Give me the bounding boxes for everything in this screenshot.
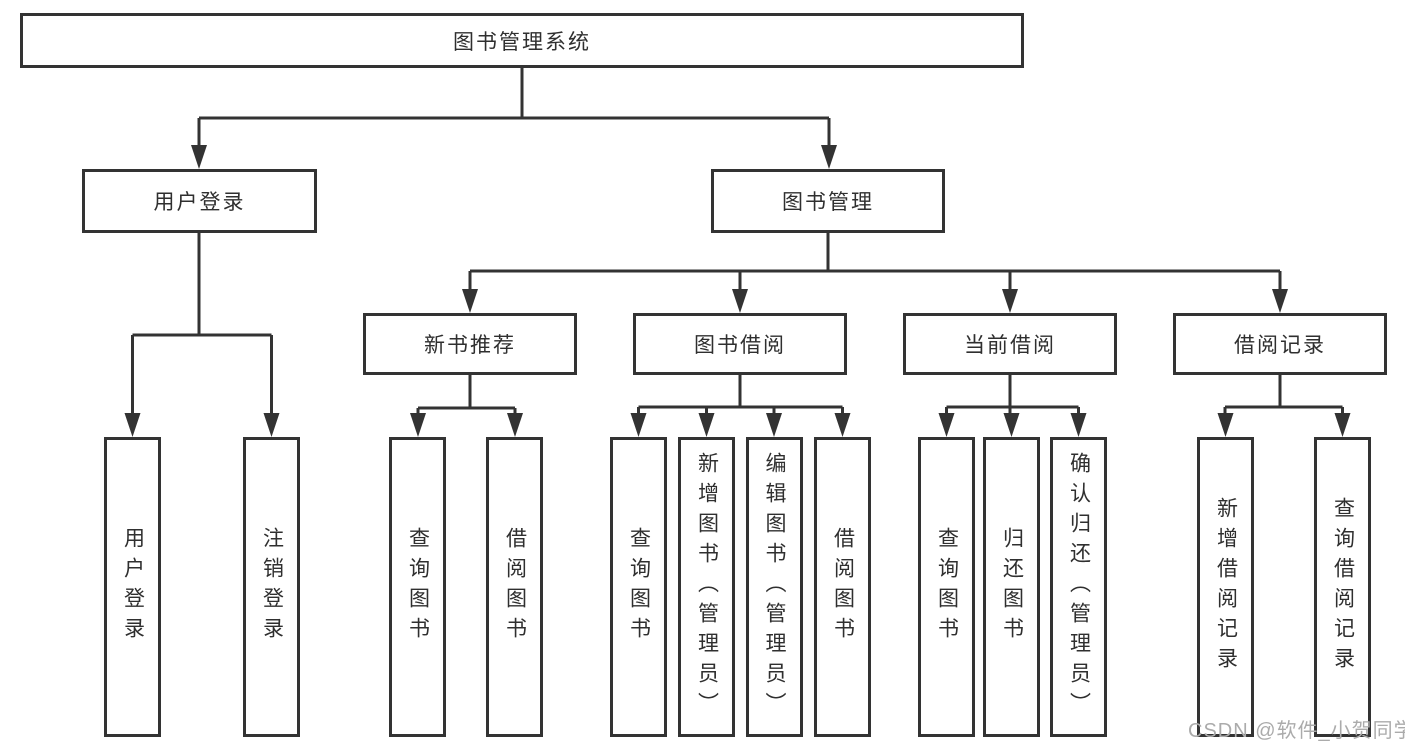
leaf-return-books: 归还图书 [983,437,1040,737]
leaf-confirm-return-admin: 确认归还（管理员） [1050,437,1107,737]
node-book-borrowing: 图书借阅 [633,313,847,375]
node-label: 借阅图书 [831,527,855,647]
node-label: 新增借阅记录 [1214,497,1238,677]
node-user-login: 用户登录 [82,169,317,233]
node-label: 图书借阅 [694,334,786,357]
node-label: 图书管理 [782,191,874,214]
watermark-text: CSDN @软件_小贺同学 [1188,720,1405,742]
node-label: 查询图书 [627,527,651,647]
node-label: 新书推荐 [424,334,516,357]
node-label: 用户登录 [121,527,145,647]
node-label: 编辑图书（管理员） [763,452,786,722]
node-label: 用户登录 [153,191,246,214]
leaf-logout: 注销登录 [243,437,300,737]
leaf-query-books-current: 查询图书 [918,437,975,737]
node-label: 查询借阅记录 [1331,497,1355,677]
node-label: 确认归还（管理员） [1067,452,1091,722]
leaf-borrow-books: 借阅图书 [814,437,871,737]
leaf-query-books-recommend: 查询图书 [389,437,446,737]
node-label: 归还图书 [1000,527,1024,647]
node-label: 注销登录 [260,527,284,647]
leaf-add-borrow-record: 新增借阅记录 [1197,437,1254,737]
leaf-edit-books-admin: 编辑图书（管理员） [745,437,803,737]
node-label: 查询图书 [406,527,430,647]
node-current-borrowing: 当前借阅 [903,313,1117,375]
node-library-management-system: 图书管理系统 [20,13,1024,68]
node-new-book-recommend: 新书推荐 [363,313,577,375]
node-book-management: 图书管理 [711,169,945,233]
node-label: 借阅记录 [1234,334,1326,357]
leaf-query-books-borrow: 查询图书 [610,437,667,737]
node-label: 借阅图书 [503,527,527,647]
leaf-borrow-books-recommend: 借阅图书 [486,437,543,737]
node-label: 查询图书 [935,527,959,647]
leaf-user-login: 用户登录 [104,437,161,737]
leaf-add-books-admin: 新增图书（管理员） [678,437,735,737]
leaf-query-borrow-record: 查询借阅记录 [1314,437,1371,737]
node-label: 当前借阅 [964,334,1056,357]
node-label: 图书管理系统 [453,30,591,54]
node-label: 新增图书（管理员） [695,452,719,722]
node-borrow-records: 借阅记录 [1173,313,1387,375]
